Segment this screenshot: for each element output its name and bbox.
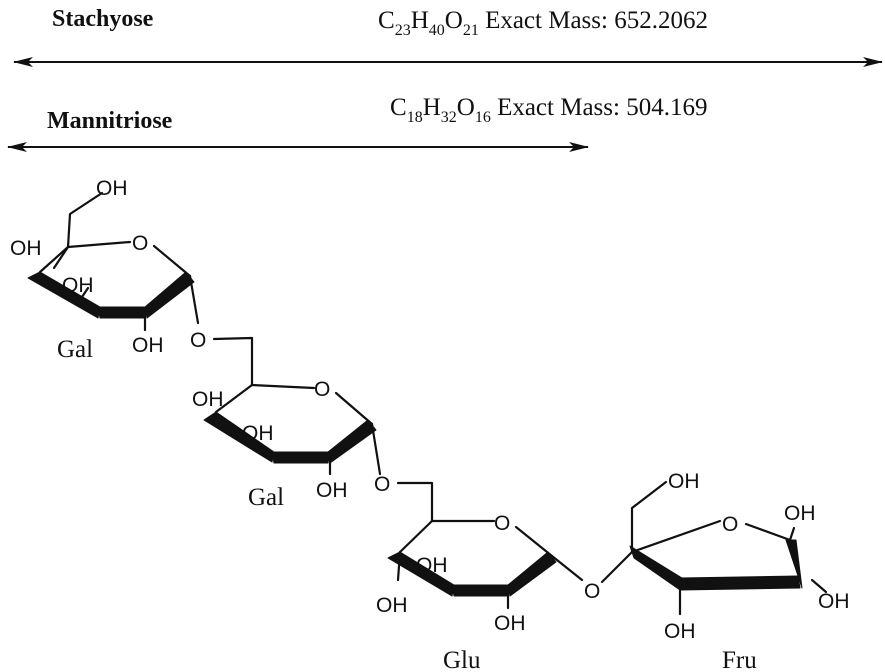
oh-label: OH: [376, 594, 408, 617]
ring-oxygen-label: O: [494, 512, 510, 535]
ring-bond-c5-c4: [398, 519, 434, 554]
oh-label: OH: [10, 237, 42, 260]
c1-ch2oh-bond: [630, 480, 668, 554]
wedge-c2-c1: [327, 419, 377, 464]
wedge-c4-c5: [785, 539, 803, 589]
wedge-c3-c4: [679, 575, 801, 591]
glycosidic-oxygen-label: O: [374, 473, 390, 496]
c1-o-bond: [550, 554, 584, 582]
linkage-bond-glu-fru: [600, 550, 634, 584]
wedge-c2-c1: [144, 271, 195, 319]
ring-bond-o-c5: [744, 522, 792, 542]
oh-label: OH: [818, 590, 850, 613]
ring-bond-c2-o: [630, 519, 722, 554]
wedge-c2-c1: [507, 551, 557, 597]
c3-oh-bond: [80, 286, 90, 299]
c4-oh-bond: [810, 578, 828, 594]
wedge-c4-c3: [203, 411, 275, 463]
ring-bond-c5-c4: [38, 245, 70, 274]
glycosidic-oxygen-label: O: [190, 329, 206, 352]
oh-label: OH: [192, 388, 224, 411]
oh-label: OH: [416, 554, 448, 577]
glucose-ring: O OH OH OH O Glu: [376, 512, 600, 672]
wedge-c3-c2: [271, 451, 331, 464]
wedge-c3-c2: [97, 306, 148, 319]
galactose-ring-2: O OH OH OH O Gal: [192, 378, 390, 511]
stachyose-exact-mass: Exact Mass: 652.2062: [485, 7, 708, 34]
oh-label: OH: [242, 422, 274, 445]
ring-oxygen-label: O: [314, 378, 330, 401]
galactose-ring-1: OH O OH OH OH O Gal: [10, 177, 206, 363]
oh-label: OH: [96, 177, 128, 200]
glycosidic-oxygen-label: O: [584, 580, 600, 603]
oh-label: OH: [494, 612, 526, 635]
ring-bond-c5-c4: [214, 383, 254, 414]
ring-bond-c5-o: [66, 240, 132, 249]
ring-oxygen-label: O: [722, 513, 738, 536]
oh-label: OH: [664, 620, 696, 643]
wedge-c2-c3: [629, 545, 683, 591]
stachyose-label: Stachyose: [52, 6, 154, 32]
c5-oh-bond: [788, 526, 796, 542]
linkage-bond-gal1-gal2: [212, 336, 254, 387]
unit-label-gal-1: Gal: [57, 336, 93, 363]
oh-label: OH: [668, 470, 700, 493]
mannitriose-exact-mass: Exact Mass: 504.169: [497, 94, 707, 121]
wedge-c4-c3: [27, 271, 101, 319]
ring-bond-o-c1: [334, 391, 374, 426]
oh-label: OH: [316, 479, 348, 502]
unit-label-gal-2: Gal: [248, 484, 284, 511]
ring-bond-o-c1: [152, 244, 192, 278]
ring-bond-o-c1: [514, 525, 554, 558]
unit-label-fru: Fru: [722, 647, 757, 672]
mannitriose-label: Mannitriose: [47, 108, 173, 134]
linkage-bond-gal2-glu: [396, 481, 434, 523]
oh-label: OH: [132, 334, 164, 357]
stachyose-formula: C23H40O21 Exact Mass: 652.2062: [378, 7, 708, 39]
mannitriose-formula: C18H32O16 Exact Mass: 504.169: [390, 94, 707, 126]
unit-label-glu: Glu: [443, 647, 481, 672]
oh-label: OH: [784, 502, 816, 525]
wedge-c3-c2: [451, 584, 511, 597]
oh-label: OH: [62, 274, 94, 297]
wedge-c4-c3: [387, 551, 455, 597]
ring-oxygen-label: O: [132, 232, 148, 255]
ring-bond-c5-o: [250, 383, 316, 390]
fructose-ring: OH O OH OH OH Fru: [629, 470, 850, 672]
c6-bond: [66, 191, 104, 249]
